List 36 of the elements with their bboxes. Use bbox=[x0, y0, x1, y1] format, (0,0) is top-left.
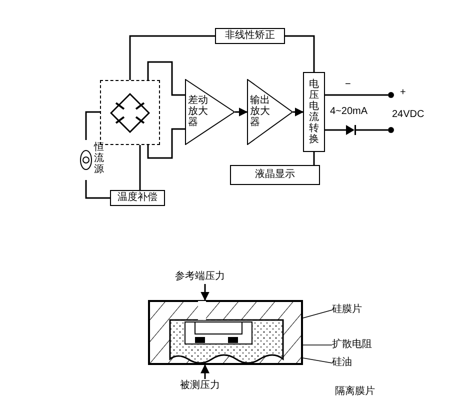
current-source: 恒流源 bbox=[70, 140, 102, 180]
connector-line bbox=[85, 111, 100, 140]
amplifier-triangle: 差动放大器 bbox=[185, 79, 235, 145]
terminal-label: 24VDC bbox=[392, 108, 424, 122]
connector-line bbox=[235, 108, 248, 116]
connector-line bbox=[200, 284, 210, 301]
label-box: 非线性矫正 bbox=[215, 28, 285, 44]
connector-line bbox=[129, 35, 215, 80]
converter-box: 电压电流转换 bbox=[303, 72, 325, 152]
terminal-label: − bbox=[345, 78, 351, 92]
terminal-label: + bbox=[400, 86, 406, 100]
label-box: 温度补偿 bbox=[110, 190, 165, 206]
terminal-label: 隔离膜片 bbox=[335, 385, 375, 399]
callout-text: 硅膜片 bbox=[332, 303, 362, 317]
leader-line bbox=[302, 344, 332, 346]
connector-line bbox=[325, 94, 388, 96]
diode-symbol bbox=[346, 125, 356, 135]
connector-line bbox=[200, 364, 210, 379]
connector-line bbox=[147, 61, 185, 96]
connector-line bbox=[325, 129, 346, 131]
connector-line bbox=[356, 129, 388, 131]
amplifier-triangle: 输出放大器 bbox=[247, 79, 293, 145]
label-box: 液晶显示 bbox=[230, 165, 320, 185]
connector-line bbox=[313, 152, 315, 165]
connector-line bbox=[139, 145, 141, 190]
callout-text: 硅油 bbox=[332, 356, 352, 370]
connector-line bbox=[293, 108, 304, 116]
terminal-label: 4~20mA bbox=[330, 105, 368, 119]
leader-line bbox=[302, 358, 332, 364]
callout-text: 被测压力 bbox=[180, 379, 220, 393]
callout-text: 扩散电阻 bbox=[332, 338, 372, 352]
connector-line bbox=[285, 35, 315, 72]
connector-line bbox=[147, 128, 185, 159]
callout-text: 参考端压力 bbox=[175, 270, 225, 284]
connector-line bbox=[85, 180, 110, 199]
leader-line bbox=[302, 310, 332, 318]
